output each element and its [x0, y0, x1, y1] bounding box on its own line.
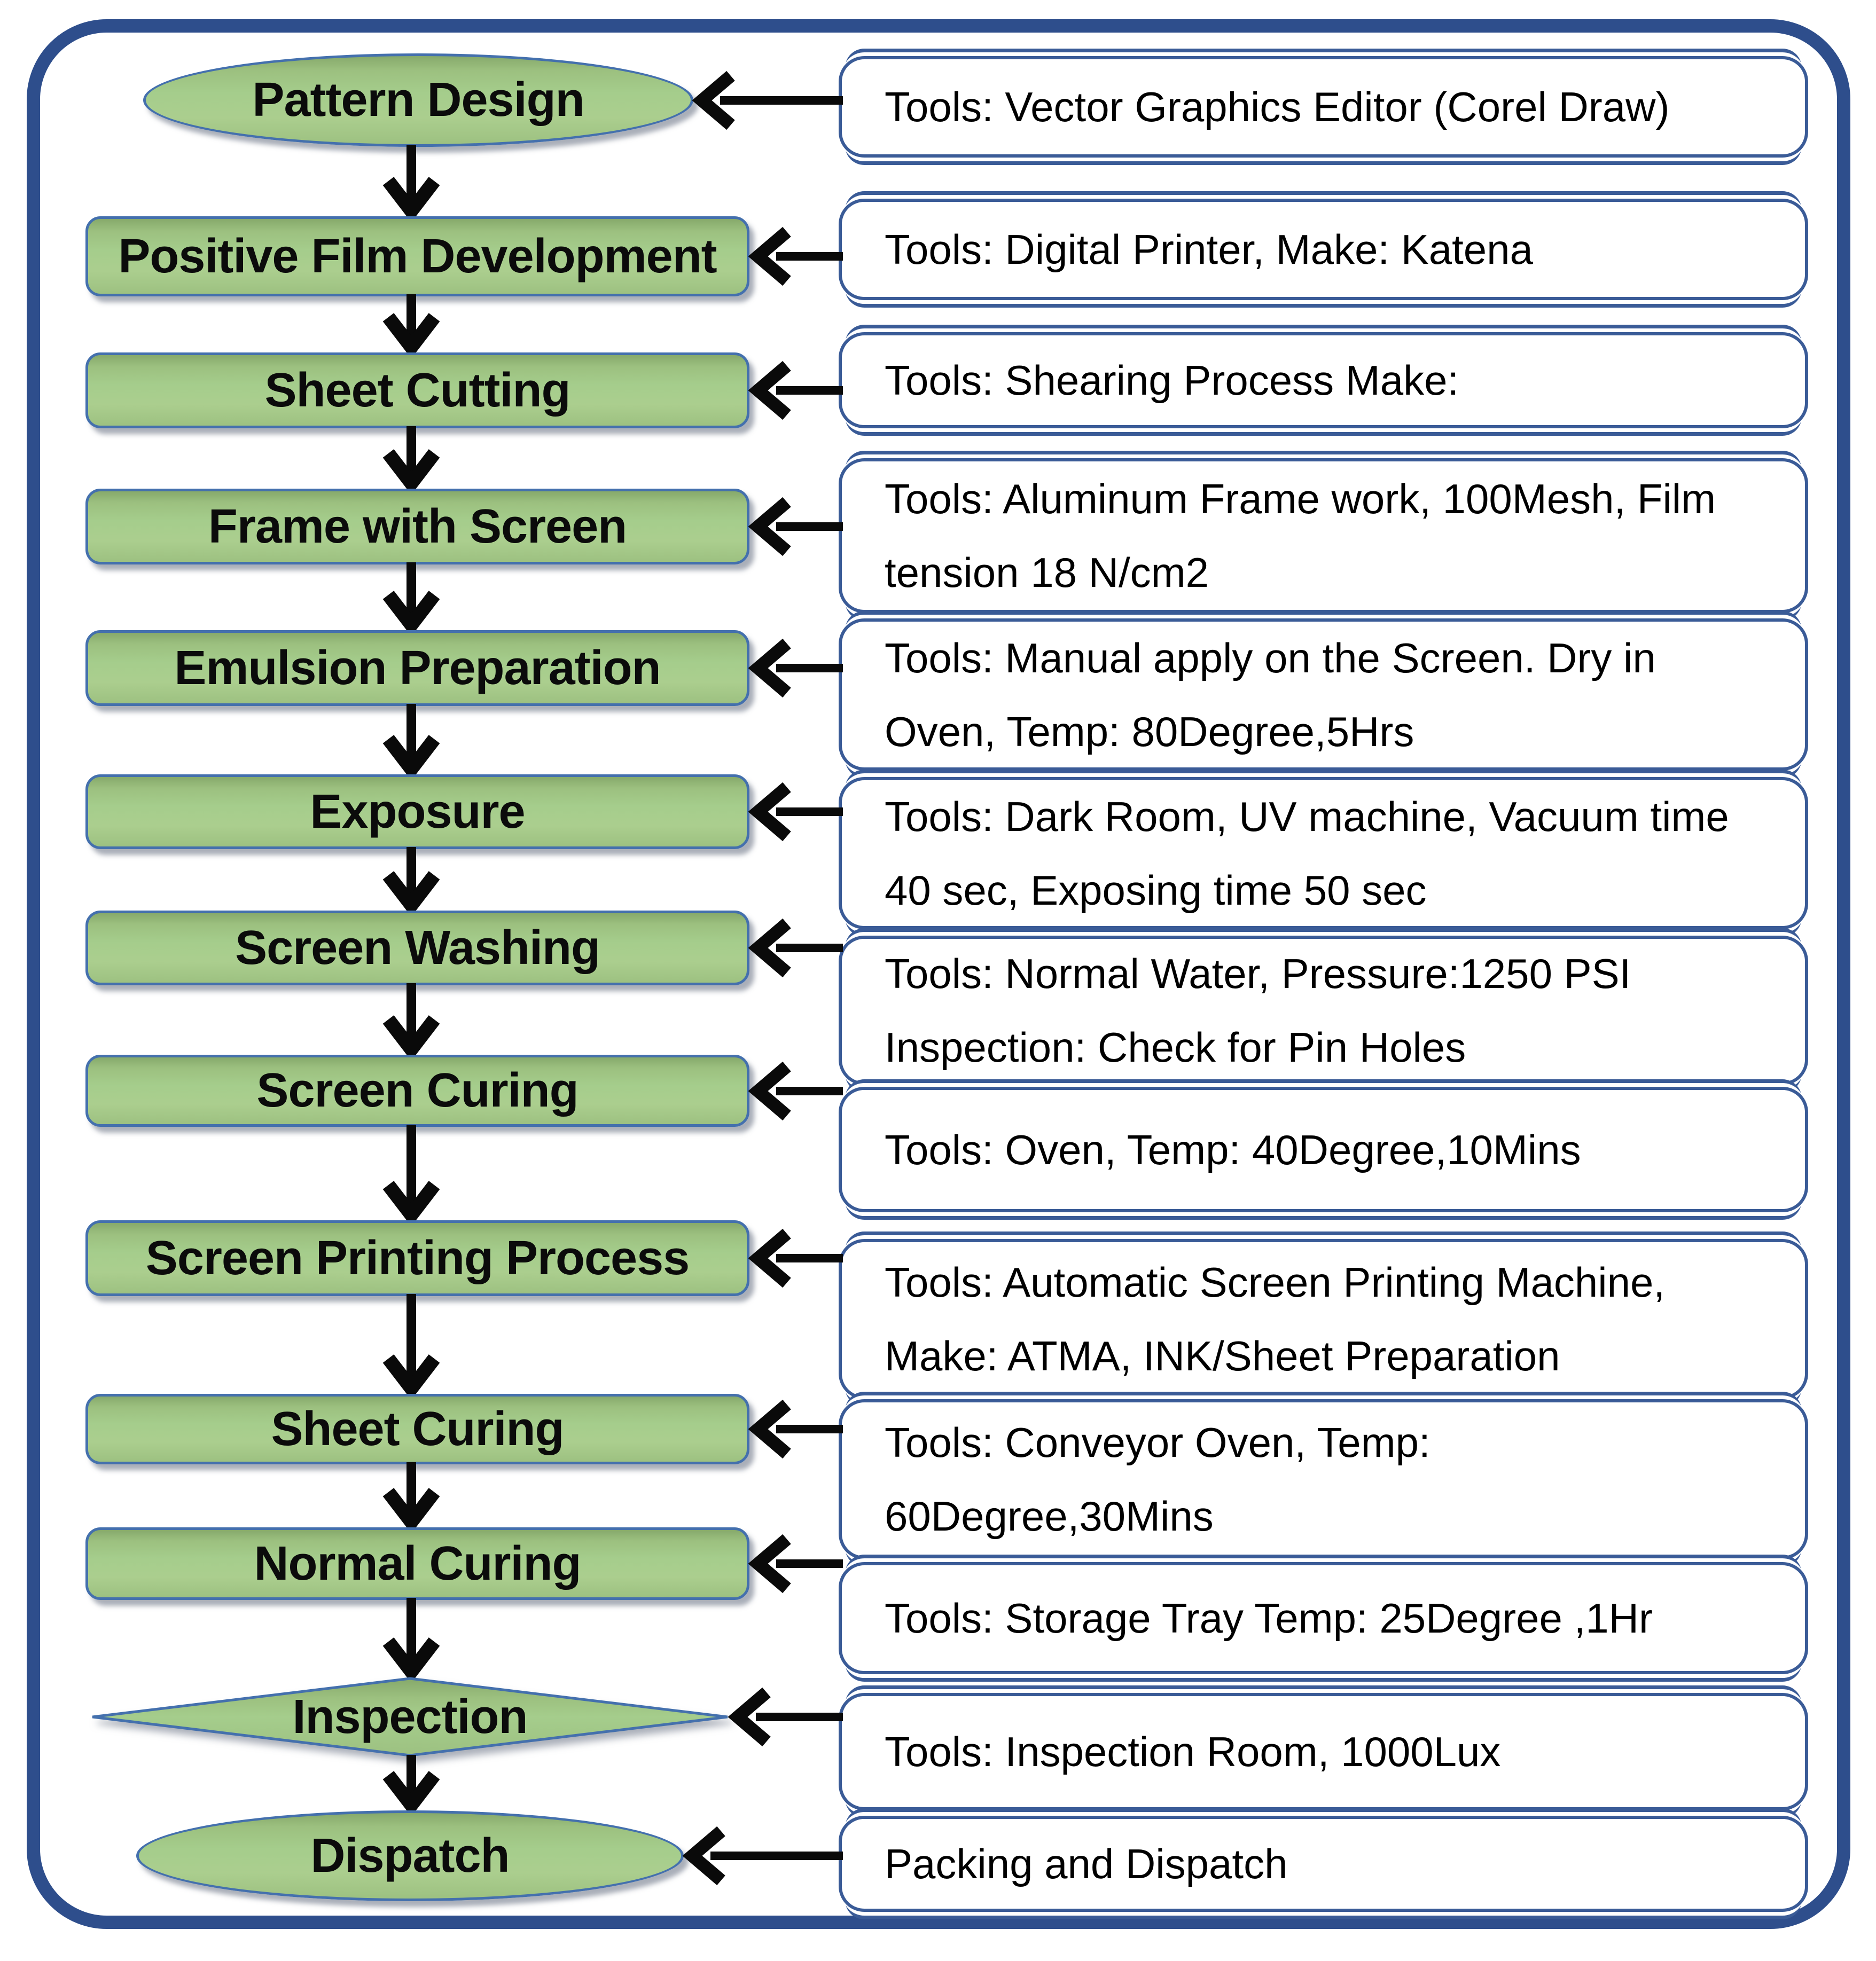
- tool-note-box: Packing and Dispatch: [839, 1816, 1808, 1912]
- process-step-label: Sheet Curing: [271, 1402, 564, 1456]
- left-arrow-icon: [748, 1061, 843, 1120]
- tool-note-line: Tools: Storage Tray Temp: 25Degree ,1Hr: [885, 1595, 1653, 1642]
- process-step-label: Normal Curing: [254, 1536, 581, 1590]
- process-step-label: Positive Film Development: [118, 229, 717, 283]
- left-arrow-icon: [728, 1687, 843, 1747]
- tool-note-line: Tools: Conveyor Oven, Temp:: [885, 1419, 1431, 1466]
- down-arrow-icon: [382, 1462, 440, 1534]
- left-arrow-icon: [748, 497, 843, 556]
- process-step-label: Pattern Design: [252, 73, 584, 127]
- process-step-label: Sheet Cutting: [264, 363, 571, 417]
- down-arrow-icon: [382, 1598, 440, 1683]
- left-arrow-icon: [748, 1228, 843, 1288]
- process-row: Normal Curing Tools: Storage Tray Temp: …: [0, 1527, 1876, 1683]
- process-shape: Exposure: [85, 774, 749, 849]
- process-step-label: Inspection: [292, 1690, 528, 1744]
- process-shape: Pattern Design: [143, 53, 693, 147]
- process-step-label: Exposure: [310, 785, 525, 838]
- down-arrow-icon: [382, 294, 440, 359]
- process-row: Screen Washing Tools: Normal Water, Pres…: [0, 911, 1876, 1085]
- tool-note-box: Tools: Storage Tray Temp: 25Degree ,1Hr: [839, 1562, 1808, 1674]
- tool-note-line: Tools: Digital Printer, Make: Katena: [885, 226, 1533, 273]
- left-arrow-icon: [748, 918, 843, 978]
- process-shape: Screen Washing: [85, 911, 749, 985]
- down-arrow-icon: [382, 145, 440, 223]
- tool-note-box: Tools: Inspection Room, 1000Lux: [839, 1693, 1808, 1810]
- down-arrow-icon: [382, 1294, 440, 1400]
- process-shape: Normal Curing: [85, 1527, 749, 1600]
- down-arrow-icon: [382, 983, 440, 1061]
- left-arrow-icon: [748, 1534, 843, 1594]
- process-row: Sheet Cutting Tools: Shearing Process Ma…: [0, 332, 1876, 495]
- process-shape: Emulsion Preparation: [85, 630, 749, 706]
- tool-note-line: Tools: Normal Water, Pressure:1250 PSI: [885, 950, 1631, 997]
- tool-note-box: Tools: Shearing Process Make:: [839, 332, 1808, 428]
- process-step-label: Emulsion Preparation: [174, 641, 661, 695]
- process-row: Positive Film Development Tools: Digital…: [0, 199, 1876, 359]
- down-arrow-icon: [382, 562, 440, 637]
- tool-note-line: 60Degree,30Mins: [885, 1493, 1214, 1540]
- left-arrow-icon: [748, 226, 843, 286]
- process-row: Inspection Tools: Inspection Room, 1000L…: [0, 1677, 1876, 1817]
- outer-frame: [27, 19, 1850, 1929]
- process-shape: Positive Film Development: [85, 216, 749, 296]
- tool-note-box: Tools: Manual apply on the Screen. Dry i…: [839, 618, 1808, 771]
- process-step-label: Screen Printing Process: [145, 1231, 690, 1285]
- process-row: Pattern Design Tools: Vector Graphics Ed…: [0, 53, 1876, 223]
- process-shape: Screen Printing Process: [85, 1220, 749, 1296]
- process-shape: Sheet Curing: [85, 1394, 749, 1464]
- left-arrow-icon: [748, 782, 843, 842]
- tool-note-line: Tools: Oven, Temp: 40Degree,10Mins: [885, 1126, 1581, 1173]
- process-shape: Inspection: [91, 1677, 729, 1757]
- tool-note-line: Tools: Vector Graphics Editor (Corel Dra…: [885, 83, 1670, 130]
- left-arrow-icon: [692, 70, 843, 130]
- process-step-label: Frame with Screen: [208, 499, 627, 553]
- process-row: Sheet Curing Tools: Conveyor Oven, Temp:…: [0, 1394, 1876, 1559]
- process-row: Emulsion Preparation Tools: Manual apply…: [0, 618, 1876, 781]
- tool-note-line: Tools: Dark Room, UV machine, Vacuum tim…: [885, 793, 1729, 840]
- process-step-label: Screen Washing: [235, 921, 600, 975]
- tool-note-line: Make: ATMA, INK/Sheet Preparation: [885, 1332, 1560, 1379]
- tool-note-line: Tools: Inspection Room, 1000Lux: [885, 1728, 1501, 1775]
- process-shape: Dispatch: [136, 1810, 684, 1901]
- tool-note-box: Tools: Dark Room, UV machine, Vacuum tim…: [839, 777, 1808, 929]
- tool-note-box: Tools: Normal Water, Pressure:1250 PSI In…: [839, 936, 1808, 1085]
- tool-note-box: Tools: Oven, Temp: 40Degree,10Mins: [839, 1087, 1808, 1212]
- left-arrow-icon: [748, 360, 843, 420]
- left-arrow-icon: [748, 1399, 843, 1459]
- process-shape: Sheet Cutting: [85, 352, 749, 428]
- tool-note-line: Inspection: Check for Pin Holes: [885, 1024, 1466, 1071]
- tool-note-line: Tools: Automatic Screen Printing Machine…: [885, 1259, 1666, 1306]
- process-row: Dispatch Packing and Dispatch: [0, 1810, 1876, 1912]
- down-arrow-icon: [382, 704, 440, 781]
- tool-note-line: Packing and Dispatch: [885, 1840, 1288, 1887]
- process-shape: Frame with Screen: [85, 489, 749, 564]
- tool-note-line: Tools: Shearing Process Make:: [885, 357, 1459, 404]
- process-shape: Screen Curing: [85, 1055, 749, 1127]
- tool-note-box: Tools: Digital Printer, Make: Katena: [839, 199, 1808, 300]
- tool-note-box: Tools: Conveyor Oven, Temp: 60Degree,30Mi…: [839, 1399, 1808, 1559]
- tool-note-box: Tools: Aluminum Frame work, 100Mesh, Fil…: [839, 458, 1808, 613]
- process-step-label: Screen Curing: [256, 1064, 579, 1117]
- left-arrow-icon: [748, 638, 843, 698]
- tool-note-box: Tools: Automatic Screen Printing Machine…: [839, 1239, 1808, 1399]
- tool-note-line: tension 18 N/cm2: [885, 549, 1209, 596]
- tool-note-line: Tools: Manual apply on the Screen. Dry i…: [885, 634, 1656, 681]
- process-row: Screen Curing Tools: Oven, Temp: 40Degre…: [0, 1055, 1876, 1227]
- down-arrow-icon: [382, 426, 440, 495]
- left-arrow-icon: [682, 1826, 843, 1886]
- down-arrow-icon: [382, 847, 440, 917]
- down-arrow-icon: [382, 1125, 440, 1227]
- tool-note-line: Tools: Aluminum Frame work, 100Mesh, Fil…: [885, 475, 1716, 522]
- process-row: Screen Printing Process Tools: Automatic…: [0, 1220, 1876, 1400]
- tool-note-line: Oven, Temp: 80Degree,5Hrs: [885, 708, 1414, 755]
- process-row: Exposure Tools: Dark Room, UV machine, V…: [0, 774, 1876, 929]
- process-step-label: Dispatch: [310, 1829, 510, 1882]
- tool-note-box: Tools: Vector Graphics Editor (Corel Dra…: [839, 56, 1808, 158]
- process-row: Frame with Screen Tools: Aluminum Frame …: [0, 458, 1876, 637]
- down-arrow-icon: [382, 1755, 440, 1817]
- tool-note-line: 40 sec, Exposing time 50 sec: [885, 866, 1427, 914]
